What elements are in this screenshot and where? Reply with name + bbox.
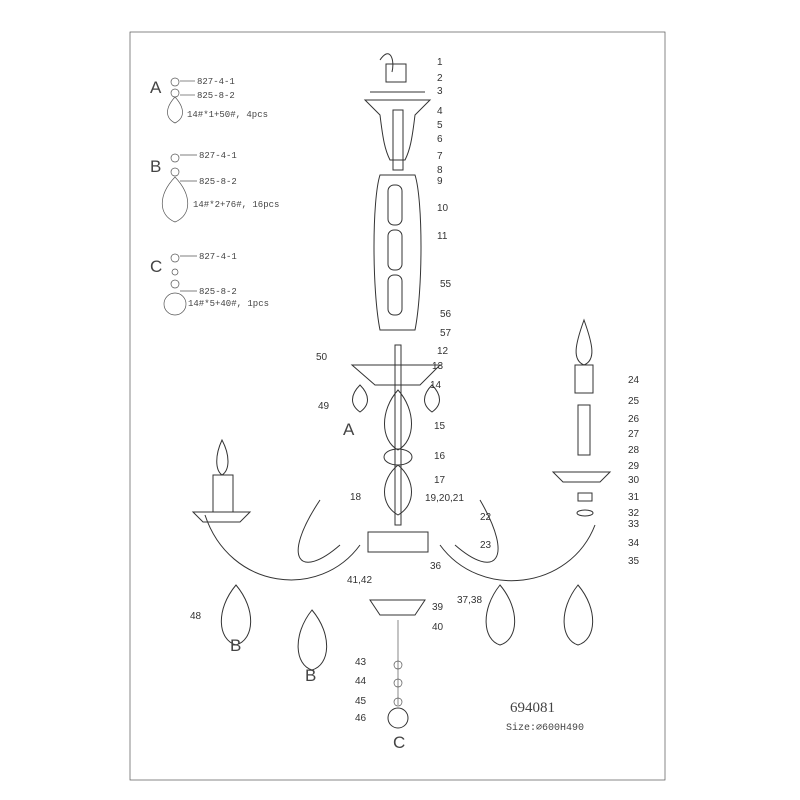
ceiling-canopy — [363, 99, 432, 161]
crystal-ball-icon — [163, 292, 187, 316]
legend-a-part2: 825-8-2 — [197, 91, 235, 101]
callout-5: 5 — [437, 120, 443, 131]
chandelier-drawing — [191, 53, 612, 729]
callout-27: 27 — [628, 429, 640, 440]
legend-c-part1: 827-4-1 — [199, 252, 237, 262]
callout-24: 24 — [628, 375, 640, 386]
drop-type-letters: A B B C — [230, 420, 405, 752]
drop-letter-b: B — [230, 636, 241, 655]
legend-c-part2: 825-8-2 — [199, 287, 237, 297]
callout-35: 35 — [628, 556, 640, 567]
legend-a-letter: A — [150, 78, 162, 97]
callout-11: 11 — [437, 231, 448, 242]
crystal-drop-icon — [167, 96, 183, 124]
callout-18: 18 — [350, 492, 362, 503]
center-body — [367, 531, 429, 553]
callout-2: 2 — [437, 73, 443, 84]
drop-letter-c: C — [393, 733, 405, 752]
callout-23: 23 — [480, 540, 492, 551]
drop-letter-b: B — [305, 666, 316, 685]
callout-14: 14 — [430, 380, 442, 391]
callout-50: 50 — [316, 352, 328, 363]
callout-17: 17 — [434, 475, 446, 486]
callout-1: 1 — [437, 57, 443, 68]
callout-56: 56 — [440, 309, 452, 320]
legend-b-part2: 825-8-2 — [199, 177, 237, 187]
legend-b-part1: 827-4-1 — [199, 151, 237, 161]
callout-3: 3 — [437, 86, 443, 97]
callout-30: 30 — [628, 475, 640, 486]
legend-c-letter: C — [150, 257, 162, 276]
callout-16: 16 — [434, 451, 446, 462]
callout-15: 15 — [434, 421, 446, 432]
legend-b-letter: B — [150, 157, 161, 176]
callout-4: 4 — [437, 106, 443, 117]
callout-43: 43 — [355, 657, 367, 668]
legend-a-part1: 827-4-1 — [197, 77, 235, 87]
legend-c-spec: 14#*5+40#, 1pcs — [188, 299, 269, 309]
callout-25: 25 — [628, 396, 640, 407]
model-number: 694081 — [510, 700, 555, 716]
callout-31: 31 — [628, 492, 640, 503]
legend-b: B 827-4-1 825-8-2 14#*2+76#, 16pcs — [150, 151, 279, 223]
callout-48: 48 — [190, 611, 202, 622]
callout-26: 26 — [628, 414, 640, 425]
page-frame — [129, 31, 666, 781]
right-arm — [439, 524, 596, 582]
callout-34: 34 — [628, 538, 640, 549]
callout-57: 57 — [440, 328, 452, 339]
legend-c: C 827-4-1 825-8-2 14#*5+40#, 1pcs — [150, 252, 269, 316]
chain-cover — [373, 174, 422, 331]
callout-36: 36 — [430, 561, 442, 572]
callout-29: 29 — [628, 461, 640, 472]
callout-33: 33 — [628, 519, 640, 530]
legend-b-spec: 14#*2+76#, 16pcs — [193, 200, 279, 210]
callout-8: 8 — [437, 165, 443, 176]
callout-37-38: 37,38 — [457, 595, 482, 606]
callout-7: 7 — [437, 151, 443, 162]
callout-40: 40 — [432, 622, 444, 633]
callout-49: 49 — [318, 401, 330, 412]
callout-12: 12 — [437, 346, 449, 357]
callout-28: 28 — [628, 445, 640, 456]
left-arm — [204, 514, 361, 581]
legend-a-spec: 14#*1+50#, 4pcs — [187, 110, 268, 120]
drop-letter-a: A — [343, 420, 355, 439]
crystal-drop-icon — [161, 176, 189, 223]
callout-10: 10 — [437, 203, 449, 214]
callout-13: 13 — [432, 361, 444, 372]
callout-19-20-21: 19,20,21 — [425, 493, 464, 504]
legend-a: A 827-4-1 825-8-2 14#*1+50#, 4pcs — [150, 77, 268, 124]
callout-39: 39 — [432, 602, 444, 613]
callout-22: 22 — [480, 512, 492, 523]
callout-6: 6 — [437, 134, 443, 145]
size-spec: Size:⌀600H490 — [506, 722, 584, 734]
callout-41-42: 41,42 — [347, 575, 372, 586]
callout-9: 9 — [437, 176, 443, 187]
callout-55: 55 — [440, 279, 452, 290]
callout-32: 32 — [628, 508, 640, 519]
callout-44: 44 — [355, 676, 367, 687]
callout-46: 46 — [355, 713, 367, 724]
callout-45: 45 — [355, 696, 367, 707]
